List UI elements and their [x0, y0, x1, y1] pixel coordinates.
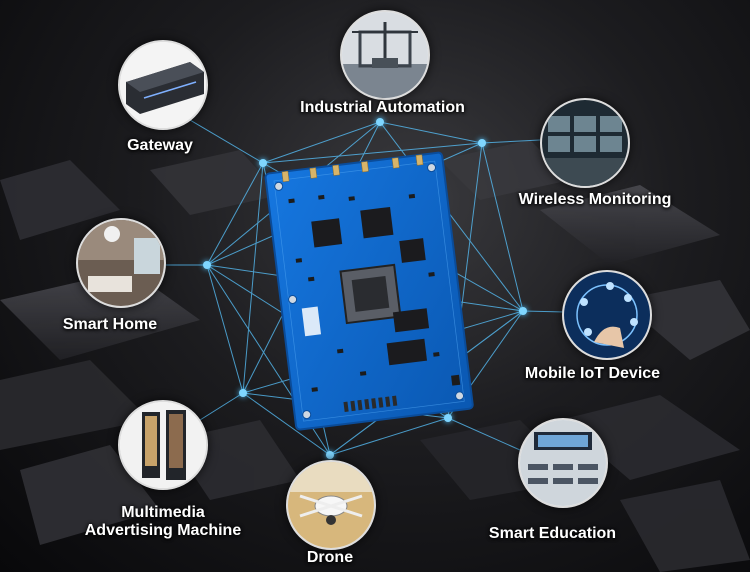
classroom-icon — [518, 418, 608, 508]
label-wireless-monitoring: Wireless Monitoring — [518, 191, 672, 208]
smart-home-room-icon — [76, 218, 166, 308]
label-drone: Drone — [306, 549, 354, 566]
network-node-dot — [376, 118, 384, 126]
industrial-robot-icon — [340, 10, 430, 100]
network-node-dot — [326, 451, 334, 459]
label-multimedia-line1: Multimedia — [121, 504, 205, 521]
advertising-kiosk-icon — [118, 400, 208, 490]
label-gateway: Gateway — [127, 137, 193, 154]
network-node-dot — [519, 307, 527, 315]
label-industrial-automation: Industrial Automation — [300, 99, 465, 116]
monitoring-screens-icon — [540, 98, 630, 188]
drone-icon — [286, 460, 376, 550]
label-smart-education: Smart Education — [488, 525, 617, 542]
network-node-dot — [259, 159, 267, 167]
network-node-dot — [239, 389, 247, 397]
label-smart-home: Smart Home — [62, 316, 158, 333]
label-multimedia-line2: Advertising Machine — [84, 522, 242, 539]
network-node-dot — [203, 261, 211, 269]
iot-device-hand-icon — [562, 270, 652, 360]
pcb-board — [264, 151, 474, 431]
network-node-dot — [478, 139, 486, 147]
cube-floor — [0, 140, 750, 572]
network-node-dot — [444, 414, 452, 422]
label-mobile-iot-device: Mobile IoT Device — [524, 365, 661, 382]
gateway-icon — [118, 40, 208, 130]
